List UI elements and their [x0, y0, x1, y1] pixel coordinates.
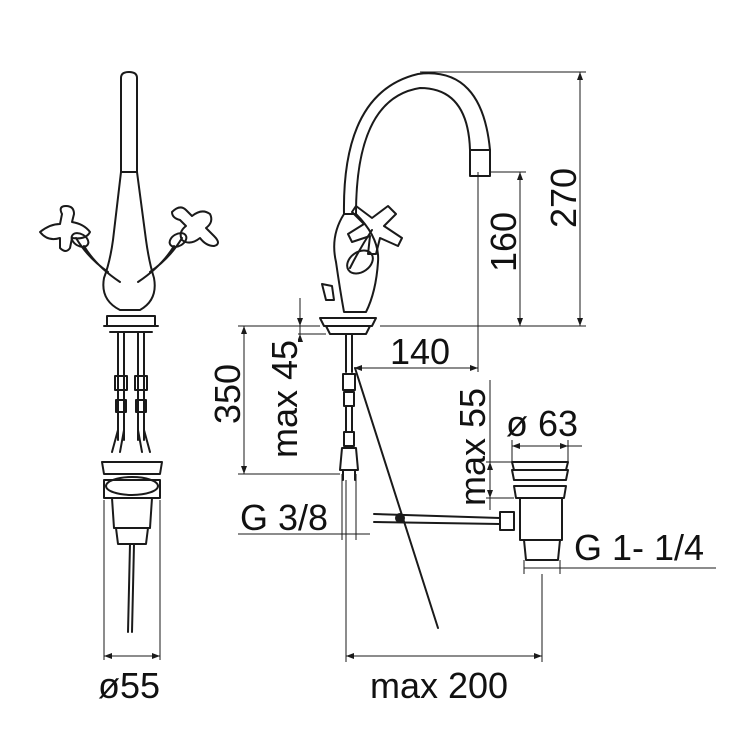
dim-160: 160 — [483, 212, 524, 272]
dimension-lines — [238, 71, 716, 662]
dim-max200: max 200 — [370, 665, 508, 706]
dim-g114: G 1- 1/4 — [574, 527, 704, 568]
side-view — [319, 72, 569, 629]
dim-d63: ø 63 — [506, 403, 578, 444]
dim-350: 350 — [207, 364, 248, 424]
dim-max45: max 45 — [264, 340, 305, 458]
dim-max55: max 55 — [452, 388, 493, 506]
dim-g38: G 3/8 — [240, 497, 328, 538]
dim-270: 270 — [543, 168, 584, 228]
dim-140: 140 — [390, 331, 450, 372]
front-view — [39, 71, 219, 660]
dim-d55: ø55 — [98, 665, 160, 706]
